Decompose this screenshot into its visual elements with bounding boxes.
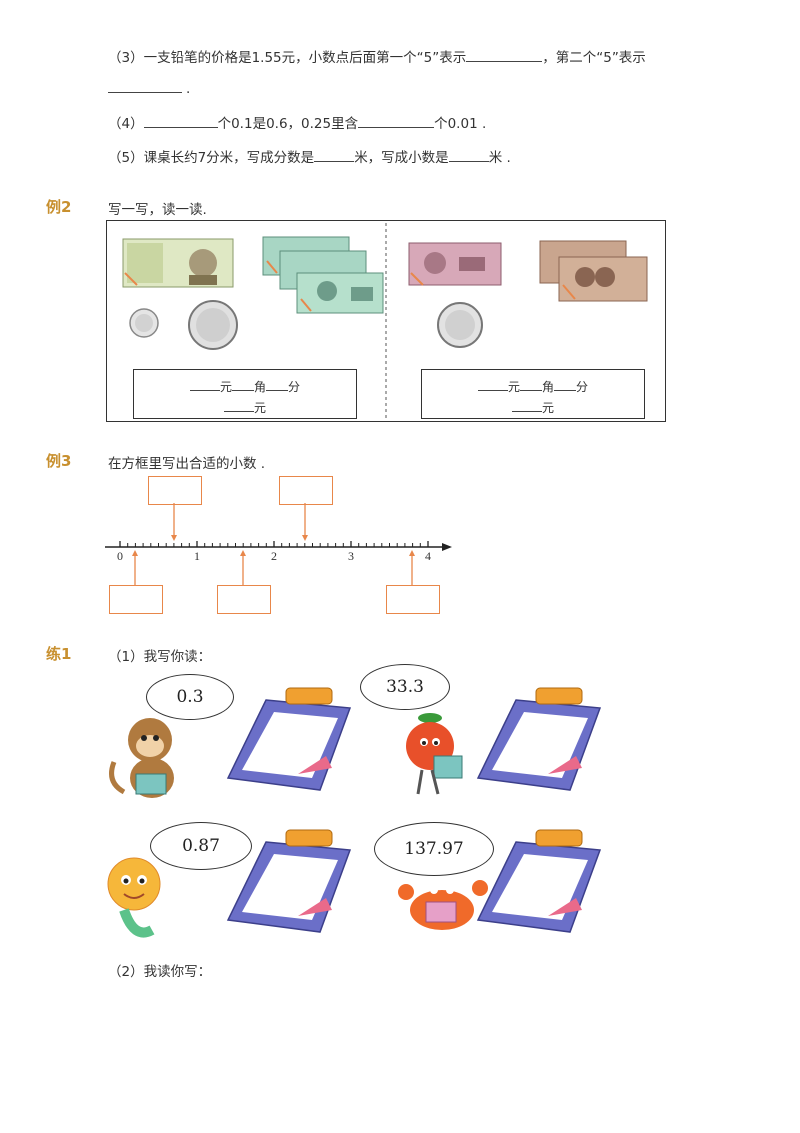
q3-line2: . [108, 80, 190, 97]
pr1-sub2: （2）我读你写： [108, 964, 212, 980]
answer-box-right: 元角分 元 [421, 369, 645, 419]
apple-reading-icon [406, 713, 463, 795]
q3-blank-2[interactable] [108, 80, 182, 93]
q4-num: （4） [108, 116, 144, 132]
blank-total-yuan-right[interactable] [511, 401, 542, 412]
q3-line1: （3）一支铅笔的价格是1.55元，小数点后面第一个“5”表示 ，第二个“5”表示 [108, 46, 646, 66]
answer-box-left: 元角分 元 [133, 369, 357, 419]
tick-label-0: 0 [117, 549, 123, 563]
tick-label-2: 2 [271, 549, 277, 563]
one-yuan-note-icon [122, 238, 234, 288]
ex2-prompt: 写一写，读一读. [108, 202, 207, 218]
q4-blank-2[interactable] [358, 115, 435, 128]
pointer-arrowhead-up [132, 550, 138, 556]
number-box-bottom-1[interactable] [109, 585, 163, 614]
money-illustrations [122, 223, 648, 419]
q4-text: 个0.1是0.6，0.25里含 [217, 116, 359, 132]
blank-fen-right[interactable] [554, 380, 576, 391]
number-line [105, 503, 452, 585]
unit-fen-right: 分 [576, 380, 589, 394]
two-jiao-notes-icon [262, 236, 384, 314]
pr1-label: 练1 [46, 645, 72, 663]
pr1-sub1: （1）我写你读： [108, 649, 212, 665]
unit-yuan-total: 元 [253, 401, 266, 415]
answer-row-units-right: 元角分 [422, 378, 644, 395]
ex2-label: 例2 [46, 198, 72, 216]
tick-label-1: 1 [194, 549, 200, 563]
monkey-reading-icon [109, 718, 174, 798]
answer-row-units: 元角分 [134, 378, 356, 395]
q3-blank-1[interactable] [466, 49, 543, 62]
number-box-top-2[interactable] [279, 476, 333, 505]
unit-jiao: 角 [253, 380, 266, 394]
speech-bubble-2: 33.3 [360, 664, 450, 710]
number-box-top-1[interactable] [148, 476, 202, 505]
orange-kid-icon [107, 857, 161, 938]
blank-yuan[interactable] [189, 380, 220, 391]
clipboard-icon-2 [476, 687, 602, 791]
q5-text-b: 米，写成小数是 [354, 150, 449, 166]
q4-line: （4） 个0.1是0.6，0.25里含 个0.01 . [108, 112, 486, 132]
q4-text-end: 个0.01 . [434, 116, 487, 132]
large-coin-icon [188, 300, 238, 350]
clipboard-icon-1 [226, 687, 352, 791]
five-fen-coin-icon [437, 302, 483, 348]
unit-yuan-right: 元 [507, 380, 520, 394]
q5-blank-1[interactable] [314, 149, 355, 162]
axis-arrowhead [442, 543, 452, 551]
blank-total-yuan[interactable] [223, 401, 254, 412]
one-jiao-notes-icon [539, 240, 648, 302]
unit-yuan-total-right: 元 [541, 401, 554, 415]
clipboard-icon-3 [226, 829, 352, 933]
crab-reading-icon [398, 880, 488, 930]
q5-text-end: 米 . [488, 150, 511, 166]
speech-bubble-4: 137.97 [374, 822, 494, 876]
pointer-arrowhead-down [171, 535, 177, 541]
tick-label-3: 3 [348, 549, 354, 563]
number-box-bottom-3[interactable] [386, 585, 440, 614]
clipboard-icon-4 [476, 829, 602, 933]
unit-jiao-right: 角 [541, 380, 554, 394]
answer-row-yuan-right: 元 [422, 399, 644, 416]
pointer-arrowhead-up [409, 550, 415, 556]
q5-text: （5）课桌长约7分米，写成分数是 [108, 150, 315, 166]
tick-label-4: 4 [425, 549, 431, 563]
blank-jiao-right[interactable] [519, 380, 542, 391]
speech-bubble-3: 0.87 [150, 822, 252, 870]
q5-line: （5）课桌长约7分米，写成分数是 米，写成小数是 米 . [108, 146, 511, 166]
blank-jiao[interactable] [231, 380, 254, 391]
q5-blank-2[interactable] [448, 149, 489, 162]
pointer-arrowhead-down [302, 535, 308, 541]
q3-end: . [186, 81, 191, 97]
blank-fen[interactable] [266, 380, 288, 391]
speech-bubble-1: 0.3 [146, 674, 234, 720]
q4-blank-1[interactable] [143, 115, 218, 128]
five-jiao-note-icon [408, 242, 502, 286]
small-coin-icon [129, 308, 159, 338]
pointer-arrowhead-up [240, 550, 246, 556]
unit-yuan: 元 [219, 380, 232, 394]
answer-row-yuan: 元 [134, 399, 356, 416]
unit-fen: 分 [288, 380, 301, 394]
q3-text: （3）一支铅笔的价格是1.55元，小数点后面第一个“5”表示 [108, 50, 467, 66]
money-frame: 元角分 元 元角分 元 [106, 220, 666, 422]
q3-text-b: ，第二个“5”表示 [542, 50, 646, 66]
blank-yuan-right[interactable] [477, 380, 508, 391]
number-box-bottom-2[interactable] [217, 585, 271, 614]
ex3-label: 例3 [46, 452, 72, 470]
ex3-prompt: 在方框里写出合适的小数 . [108, 456, 266, 472]
